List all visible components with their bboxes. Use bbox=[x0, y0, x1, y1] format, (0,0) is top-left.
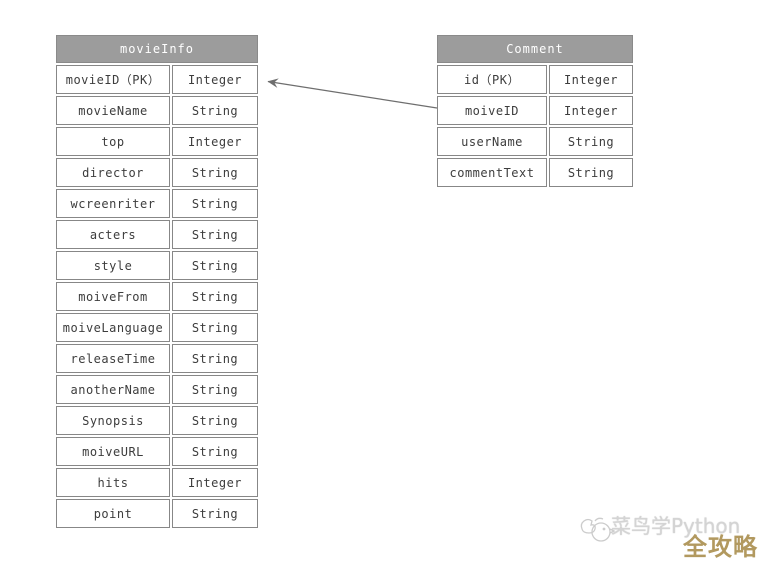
field-type-cell: Integer bbox=[549, 65, 633, 94]
field-name-cell: movieID（PK） bbox=[56, 65, 170, 94]
table-row: movieID（PK）Integer bbox=[56, 65, 258, 94]
field-name-cell: moiveURL bbox=[56, 437, 170, 466]
field-name-cell: releaseTime bbox=[56, 344, 170, 373]
field-type-cell: String bbox=[172, 406, 258, 435]
field-name-cell: top bbox=[56, 127, 170, 156]
bird-logo-icon bbox=[580, 517, 615, 542]
field-name-cell: director bbox=[56, 158, 170, 187]
field-type-cell: String bbox=[549, 127, 633, 156]
field-name-cell: Synopsis bbox=[56, 406, 170, 435]
field-name-cell: moiveLanguage bbox=[56, 313, 170, 342]
field-name-cell: movieName bbox=[56, 96, 170, 125]
field-type-cell: String bbox=[172, 282, 258, 311]
table-comment-header: Comment bbox=[437, 35, 633, 63]
field-type-cell: String bbox=[172, 96, 258, 125]
table-movieinfo-header: movieInfo bbox=[56, 35, 258, 63]
field-name-cell: commentText bbox=[437, 158, 547, 187]
field-name-cell: anotherName bbox=[56, 375, 170, 404]
field-type-cell: String bbox=[172, 251, 258, 280]
field-type-cell: Integer bbox=[172, 127, 258, 156]
field-name-cell: wcreenriter bbox=[56, 189, 170, 218]
field-name-cell: acters bbox=[56, 220, 170, 249]
field-name-cell: userName bbox=[437, 127, 547, 156]
field-type-cell: String bbox=[172, 189, 258, 218]
field-type-cell: Integer bbox=[172, 65, 258, 94]
field-type-cell: String bbox=[172, 313, 258, 342]
field-name-cell: hits bbox=[56, 468, 170, 497]
field-type-cell: String bbox=[172, 220, 258, 249]
field-name-cell: point bbox=[56, 499, 170, 528]
field-type-cell: Integer bbox=[549, 96, 633, 125]
watermark-badge-text: 全攻略 bbox=[683, 533, 758, 561]
field-type-cell: Integer bbox=[172, 468, 258, 497]
watermark-brand-text: 菜鸟学Python bbox=[611, 514, 741, 538]
field-type-cell: String bbox=[172, 375, 258, 404]
field-type-cell: String bbox=[172, 437, 258, 466]
field-name-cell: id（PK） bbox=[437, 65, 547, 94]
field-name-cell: style bbox=[56, 251, 170, 280]
field-type-cell: String bbox=[549, 158, 633, 187]
field-name-cell: moiveID bbox=[437, 96, 547, 125]
field-name-cell: moiveFrom bbox=[56, 282, 170, 311]
table-row: id（PK）Integer bbox=[437, 65, 633, 94]
field-type-cell: String bbox=[172, 499, 258, 528]
field-type-cell: String bbox=[172, 158, 258, 187]
field-type-cell: String bbox=[172, 344, 258, 373]
